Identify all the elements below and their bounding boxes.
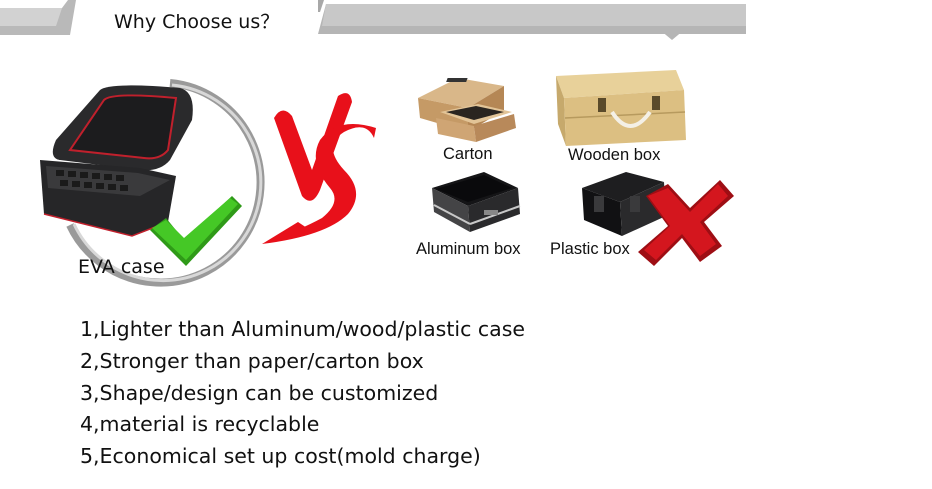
carton-image	[418, 78, 516, 142]
header-banner	[0, 0, 746, 40]
check-mark-icon	[150, 196, 242, 266]
aluminum-box-image	[432, 172, 521, 232]
wooden-box-label: Wooden box	[568, 146, 661, 164]
benefits-list: 1,Lighter than Aluminum/wood/plastic cas…	[80, 314, 525, 473]
eva-case-image	[40, 79, 265, 287]
benefit-item: 4,material is recyclable	[80, 412, 320, 437]
page-title: Why Choose us？	[114, 11, 280, 33]
carton-label: Carton	[443, 145, 493, 163]
benefit-item: 3,Shape/design can be customized	[80, 380, 439, 405]
aluminum-box-label: Aluminum box	[416, 240, 521, 258]
vs-graphic	[262, 93, 376, 244]
benefit-item: 5,Economical set up cost(mold charge)	[80, 444, 481, 469]
benefit-item: 2,Stronger than paper/carton box	[80, 348, 424, 373]
benefit-item: 1,Lighter than Aluminum/wood/plastic cas…	[80, 317, 525, 341]
cross-mark-icon	[638, 180, 734, 266]
comparison-illustration	[40, 70, 734, 287]
wooden-box-image	[556, 70, 686, 146]
plastic-box-label: Plastic box	[550, 240, 630, 258]
eva-case-label: EVA case	[78, 256, 165, 278]
